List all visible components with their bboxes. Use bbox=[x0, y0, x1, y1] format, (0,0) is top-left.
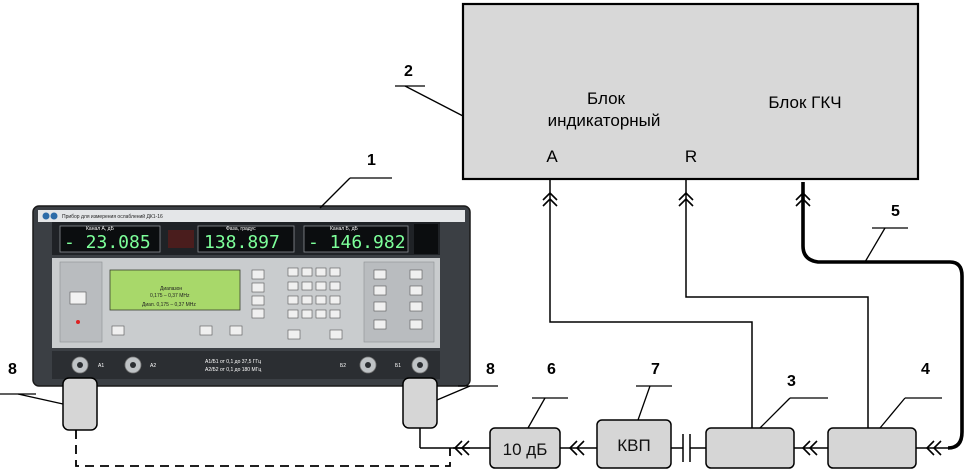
port-b1-label: Б1 bbox=[395, 363, 401, 369]
indicator-gkch-block bbox=[461, 2, 920, 181]
dashed-cable bbox=[75, 430, 451, 467]
callout-3: 3 bbox=[787, 373, 796, 390]
lcd-screen-freq: 0,175 – 0,37 MHz bbox=[150, 293, 190, 299]
callout-6: 6 bbox=[547, 361, 556, 378]
keypad bbox=[287, 267, 343, 340]
port-b2-label: Б2 bbox=[340, 363, 346, 369]
callout-8-right: 8 bbox=[486, 361, 495, 378]
phase-label: Фаза, градус bbox=[226, 226, 256, 232]
channel-a-label: Канал A, дБ bbox=[86, 226, 115, 232]
port-a1-label: А1 bbox=[98, 363, 104, 369]
lcd-screen-range: Диап. 0,175 – 0,37 MHz bbox=[142, 302, 196, 308]
callout-1: 1 bbox=[367, 152, 376, 169]
callout-8-left: 8 bbox=[8, 361, 17, 378]
phase-value: 138.897 bbox=[204, 232, 280, 253]
callout-7: 7 bbox=[651, 361, 660, 378]
gkch-block-label: Блок ГКЧ bbox=[768, 93, 841, 112]
adapter-left bbox=[62, 377, 98, 431]
directional-coupler-box-3 bbox=[705, 427, 795, 469]
callout-5: 5 bbox=[891, 203, 900, 220]
channel-b-label: Канал Б, дБ bbox=[330, 226, 359, 232]
port-a2-label: А2 bbox=[150, 363, 156, 369]
lcd-screen-line: Диапазон bbox=[160, 286, 182, 292]
port-a-label: A bbox=[546, 147, 558, 166]
inline-connectors bbox=[453, 440, 942, 456]
port-note-2: А2/Б2 от 0,1 до 180 МГц bbox=[205, 367, 261, 373]
attenuator-label: 10 дБ bbox=[503, 440, 548, 459]
port-r-label: R bbox=[685, 147, 697, 166]
kvp-box bbox=[596, 419, 672, 469]
softkeys bbox=[111, 269, 265, 336]
cable-port-a bbox=[549, 180, 753, 429]
adapter-right bbox=[402, 377, 438, 429]
directional-coupler-box-4 bbox=[827, 427, 917, 469]
indicator-block-label-line2: индикаторный bbox=[548, 111, 661, 130]
port-note-1: А1/Б1 от 0,1 до 37,5 ГГц bbox=[205, 359, 261, 365]
callout-4: 4 bbox=[921, 361, 930, 378]
cable-port-r bbox=[685, 180, 869, 429]
instrument-title: Прибор для измерения ослаблений ДК1-16 bbox=[62, 213, 163, 220]
indicator-block-label-line1: Блок bbox=[587, 89, 626, 108]
kvp-label: КВП bbox=[617, 436, 650, 455]
callout-2: 2 bbox=[404, 63, 413, 80]
channel-a-value: - 23.085 bbox=[64, 232, 151, 253]
instrument-ports bbox=[71, 356, 429, 374]
cable-gkch bbox=[801, 182, 964, 450]
instrument-dk1-16: Прибор для измерения ослаблений ДК1-16 К… bbox=[32, 205, 471, 387]
callout-lines bbox=[0, 85, 942, 429]
channel-b-value: - 146.982 bbox=[308, 232, 406, 253]
right-buttons bbox=[373, 269, 423, 330]
